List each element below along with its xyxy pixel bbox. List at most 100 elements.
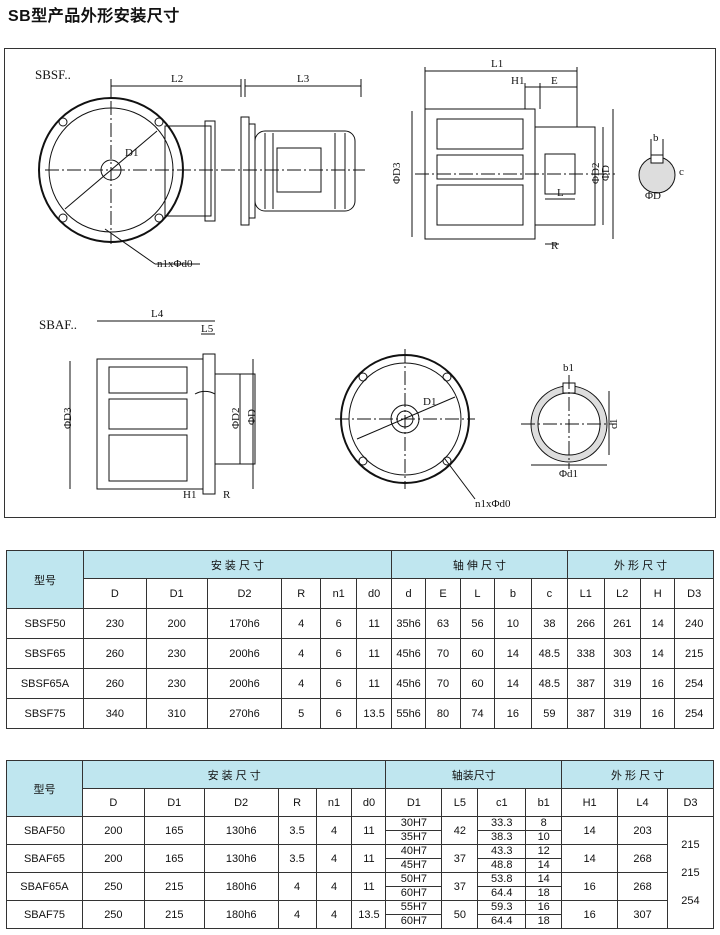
col-header: D2	[203, 788, 279, 817]
value-cell: 55h6	[390, 698, 427, 729]
dim-l3: L3	[297, 73, 310, 85]
value-cell: 11	[356, 638, 392, 669]
paired-value: 50H7	[386, 873, 442, 887]
value-cell: 4	[315, 816, 353, 845]
value-cell: 42	[441, 816, 479, 845]
dim-l2: L2	[171, 73, 183, 85]
group-install: 安 装 尺 寸	[82, 550, 392, 579]
dim-nd0b: n1xΦd0	[475, 498, 511, 510]
value-cell: 14	[561, 816, 619, 845]
col-header: R	[277, 788, 317, 817]
value-cell: 10	[494, 608, 532, 639]
value-cell: 37	[441, 872, 479, 901]
paired-value: 64.4	[491, 915, 513, 927]
value-cell: 4	[281, 638, 321, 669]
dim-h1b: H1	[183, 489, 196, 501]
value-cell: 170h6	[206, 608, 283, 639]
value-cell: 215	[143, 900, 205, 929]
value-cell: 180h6	[203, 900, 279, 929]
value-cell: 4	[315, 844, 353, 873]
value-cell: 56	[459, 608, 496, 639]
value-cell: 14	[494, 668, 532, 699]
value-cell: 4	[281, 608, 321, 639]
value-cell: 35h6	[390, 608, 427, 639]
model-header: 型号	[6, 760, 83, 817]
value-cell: 16	[561, 900, 619, 929]
technical-drawing: SBSF..	[35, 58, 684, 510]
d3-value: 215	[681, 838, 700, 851]
dim-rb: R	[223, 489, 231, 501]
value-cell: 45h6	[390, 668, 427, 699]
col-header: L	[459, 578, 496, 609]
value-cell: 70	[425, 668, 461, 699]
dim-d1: D1	[125, 147, 138, 159]
value-cell: 215	[666, 867, 715, 901]
value-cell: 80	[425, 698, 461, 729]
value-cell: 6	[319, 638, 358, 669]
paired-value: 18	[537, 887, 550, 899]
value-cell: 5	[281, 698, 321, 729]
group-outline: 外 形 尺 寸	[567, 550, 714, 579]
col-header: b1	[525, 788, 563, 817]
paired-value: 8	[526, 817, 562, 831]
value-cell: 70	[425, 638, 461, 669]
col-header: D3	[666, 788, 715, 817]
value-cell: 240	[674, 608, 714, 639]
paired-value: 60H7	[400, 915, 428, 927]
d3-value: 215	[681, 866, 700, 879]
paired-value: 33.3	[478, 817, 526, 831]
value-cell: 203	[617, 816, 668, 845]
paired-value: 53.8	[478, 873, 526, 887]
paired-value: 60H7	[400, 887, 428, 899]
sbsf-label: SBSF..	[35, 67, 71, 82]
paired-value: 64.4	[491, 887, 513, 899]
value-cell: 338	[567, 638, 605, 669]
dim-c1: c1	[608, 419, 620, 429]
value-cell: 11	[351, 816, 387, 845]
value-cell: 3.5	[277, 816, 317, 845]
paired-value: 38.3	[491, 831, 513, 843]
model-cell: SBSF65	[6, 638, 84, 669]
col-header: c	[530, 578, 569, 609]
dim-c: c	[679, 166, 684, 178]
value-cell: 11	[351, 844, 387, 873]
value-cell: 340	[82, 698, 147, 729]
dim-phid3: ΦD3	[391, 162, 403, 184]
drawing-panel: SBSF..	[4, 48, 716, 518]
value-cell: 165	[143, 844, 205, 873]
col-header: c1	[477, 788, 527, 817]
value-cell: 310	[145, 698, 208, 729]
value-cell: 215	[666, 839, 715, 873]
paired-value: 10	[537, 831, 550, 843]
col-header: D2	[206, 578, 283, 609]
value-cell: 200h6	[206, 638, 283, 669]
group-install: 安 装 尺 寸	[81, 760, 387, 789]
value-cell: 260	[82, 638, 147, 669]
value-cell: 180h6	[203, 872, 279, 901]
value-cell: 16	[494, 698, 532, 729]
value-cell: 11	[356, 608, 392, 639]
col-header: R	[281, 578, 321, 609]
value-cell: 38	[530, 608, 569, 639]
value-cell: 230	[145, 638, 208, 669]
value-cell: 230	[145, 668, 208, 699]
value-cell: 16	[639, 668, 676, 699]
group-bore: 轴装尺寸	[385, 760, 563, 789]
model-cell: SBSF65A	[6, 668, 84, 699]
value-cell: 11	[356, 668, 392, 699]
model-cell: SBAF50	[6, 816, 83, 845]
paired-value: 55H7	[386, 901, 442, 915]
col-header: D	[82, 578, 147, 609]
value-cell: 268	[617, 872, 668, 901]
value-cell: 48.5	[530, 668, 569, 699]
col-header: d	[390, 578, 427, 609]
paired-value: 12	[526, 845, 562, 859]
col-header: D1	[385, 788, 443, 817]
